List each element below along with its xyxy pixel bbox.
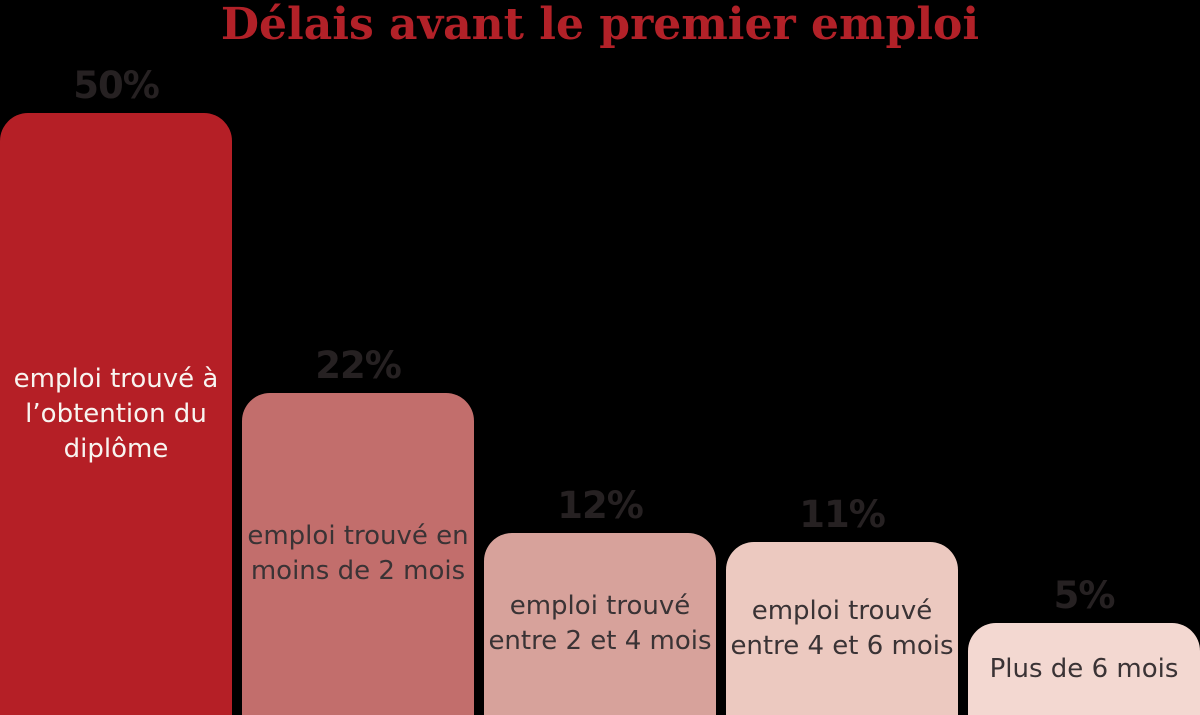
bar-2-4-mois: emploi trouvé entre 2 et 4 mois	[484, 533, 716, 715]
bar-group-plus-6-mois: 5% Plus de 6 mois	[968, 0, 1200, 715]
bar-4-6-mois: emploi trouvé entre 4 et 6 mois	[726, 542, 958, 715]
bar-value-label: 12%	[557, 484, 644, 527]
bar-group-4-6-mois: 11% emploi trouvé entre 4 et 6 mois	[726, 0, 958, 715]
bar-group-2-4-mois: 12% emploi trouvé entre 2 et 4 mois	[484, 0, 716, 715]
bar-diplome: emploi trouvé à l’obtention du diplôme	[0, 113, 232, 715]
label-line: Plus de 6 mois	[989, 653, 1179, 684]
label-line: emploi trouvé	[509, 591, 691, 621]
bar-plus-6-mois: Plus de 6 mois	[968, 623, 1200, 715]
bar-group-moins-2-mois: 22% emploi trouvé en moins de 2 mois	[242, 0, 474, 715]
label-line: entre 4 et 6 mois	[730, 630, 954, 661]
bar-value-label: 22%	[315, 344, 402, 387]
bar-value-label: 50%	[73, 64, 160, 107]
bar-category-label: emploi trouvé entre 4 et 6 mois	[728, 594, 955, 664]
bar-moins-2-mois: emploi trouvé en moins de 2 mois	[242, 393, 474, 715]
bar-category-label: emploi trouvé entre 2 et 4 mois	[486, 589, 713, 659]
label-line: emploi trouvé en	[247, 521, 469, 551]
bar-category-label: emploi trouvé en moins de 2 mois	[245, 519, 470, 589]
label-line: emploi trouvé	[751, 595, 933, 626]
label-line: l’obtention du	[25, 398, 207, 429]
bar-category-label: Plus de 6 mois	[988, 652, 1181, 687]
label-line: entre 2 et 4 mois	[488, 626, 712, 656]
bar-category-label: emploi trouvé à l’obtention du diplôme	[12, 362, 221, 467]
label-line: emploi trouvé à	[13, 363, 219, 394]
label-line: moins de 2 mois	[250, 556, 466, 586]
bar-value-label: 11%	[799, 493, 886, 536]
label-line: diplôme	[63, 433, 169, 464]
chart-title: Délais avant le premier emploi	[220, 0, 980, 50]
bar-group-diplome: 50% emploi trouvé à l’obtention du diplô…	[0, 0, 232, 715]
bar-value-label: 5%	[1053, 574, 1116, 617]
